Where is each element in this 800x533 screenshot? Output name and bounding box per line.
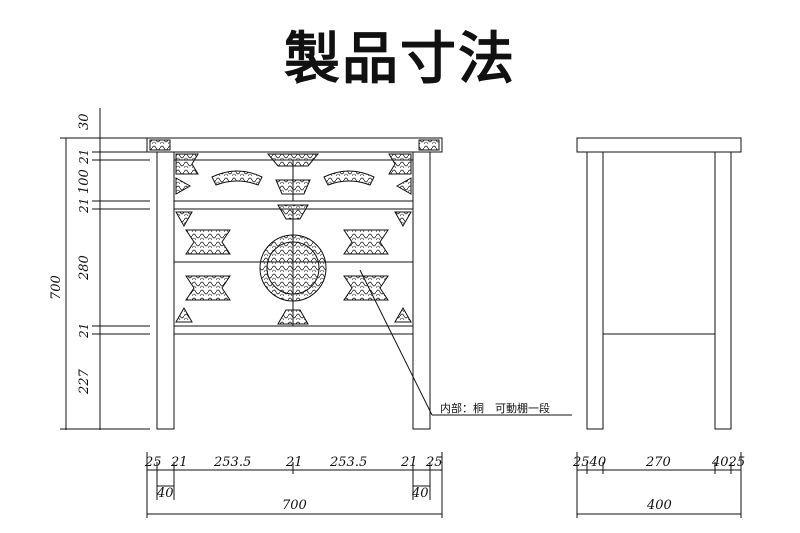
front-leg-left (156, 151, 175, 430)
dim-w-overhang-right: 25 (425, 455, 443, 470)
top-corner-right (418, 139, 440, 151)
dim-w-leg-right: 40 (411, 486, 429, 501)
side-top-board (576, 137, 742, 153)
interior-note-leader (359, 269, 572, 416)
side-view (576, 137, 742, 430)
dim-side-total: 400 (646, 498, 672, 513)
dim-side-back: 4025 (711, 455, 745, 470)
height-dimension-lines (60, 108, 150, 430)
page-title: 製品寸法 (284, 26, 516, 92)
carcass (173, 151, 414, 335)
dim-w-panel-right: 253.5 (329, 455, 367, 470)
side-width-dimension-lines (576, 452, 742, 518)
dim-h-rail-2: 21 (77, 198, 91, 214)
dim-h-door: 280 (77, 255, 92, 281)
dim-side-front: 2540 (572, 455, 606, 470)
side-width-dimension-labels: 2540 270 4025 400 (572, 455, 745, 513)
dim-w-total: 700 (282, 498, 307, 513)
dim-h-total: 700 (49, 275, 64, 300)
dim-w-overhang-left: 25 (144, 455, 162, 470)
dim-h-drawer: 100 (77, 169, 92, 194)
front-leg-right (412, 151, 431, 430)
dim-w-rail-right: 21 (400, 455, 418, 470)
dim-h-top-board: 30 (77, 113, 92, 130)
top-corner-left (149, 139, 171, 151)
interior-note: 内部：桐 可動棚一段 (440, 401, 550, 415)
lock-plate-inner (266, 241, 320, 295)
dim-h-leg: 227 (77, 368, 92, 395)
side-leg-back (714, 151, 732, 430)
top-board (146, 137, 443, 153)
drawer-handle-right (323, 170, 375, 186)
dim-h-rail-1: 21 (77, 149, 91, 165)
dim-w-leg-left: 40 (156, 486, 174, 501)
dim-w-panel-left: 253.5 (213, 455, 251, 470)
front-view (146, 137, 443, 430)
drawer-fittings (175, 153, 412, 195)
dim-w-rail-left: 21 (170, 455, 188, 470)
front-width-dimension-labels: 25 21 253.5 21 253.5 21 25 40 40 700 (144, 455, 443, 513)
drawer-handle-left (211, 170, 263, 186)
dim-side-depth: 270 (645, 455, 671, 470)
front-width-dimension-lines (146, 452, 443, 518)
dim-h-rail-3: 21 (77, 323, 91, 339)
side-leg-front (586, 151, 604, 430)
door-fittings (175, 204, 412, 325)
lock-plate (259, 234, 327, 302)
height-dimension-labels: 30 21 100 21 280 21 227 700 (49, 113, 92, 395)
dim-w-rail-center: 21 (285, 455, 303, 470)
